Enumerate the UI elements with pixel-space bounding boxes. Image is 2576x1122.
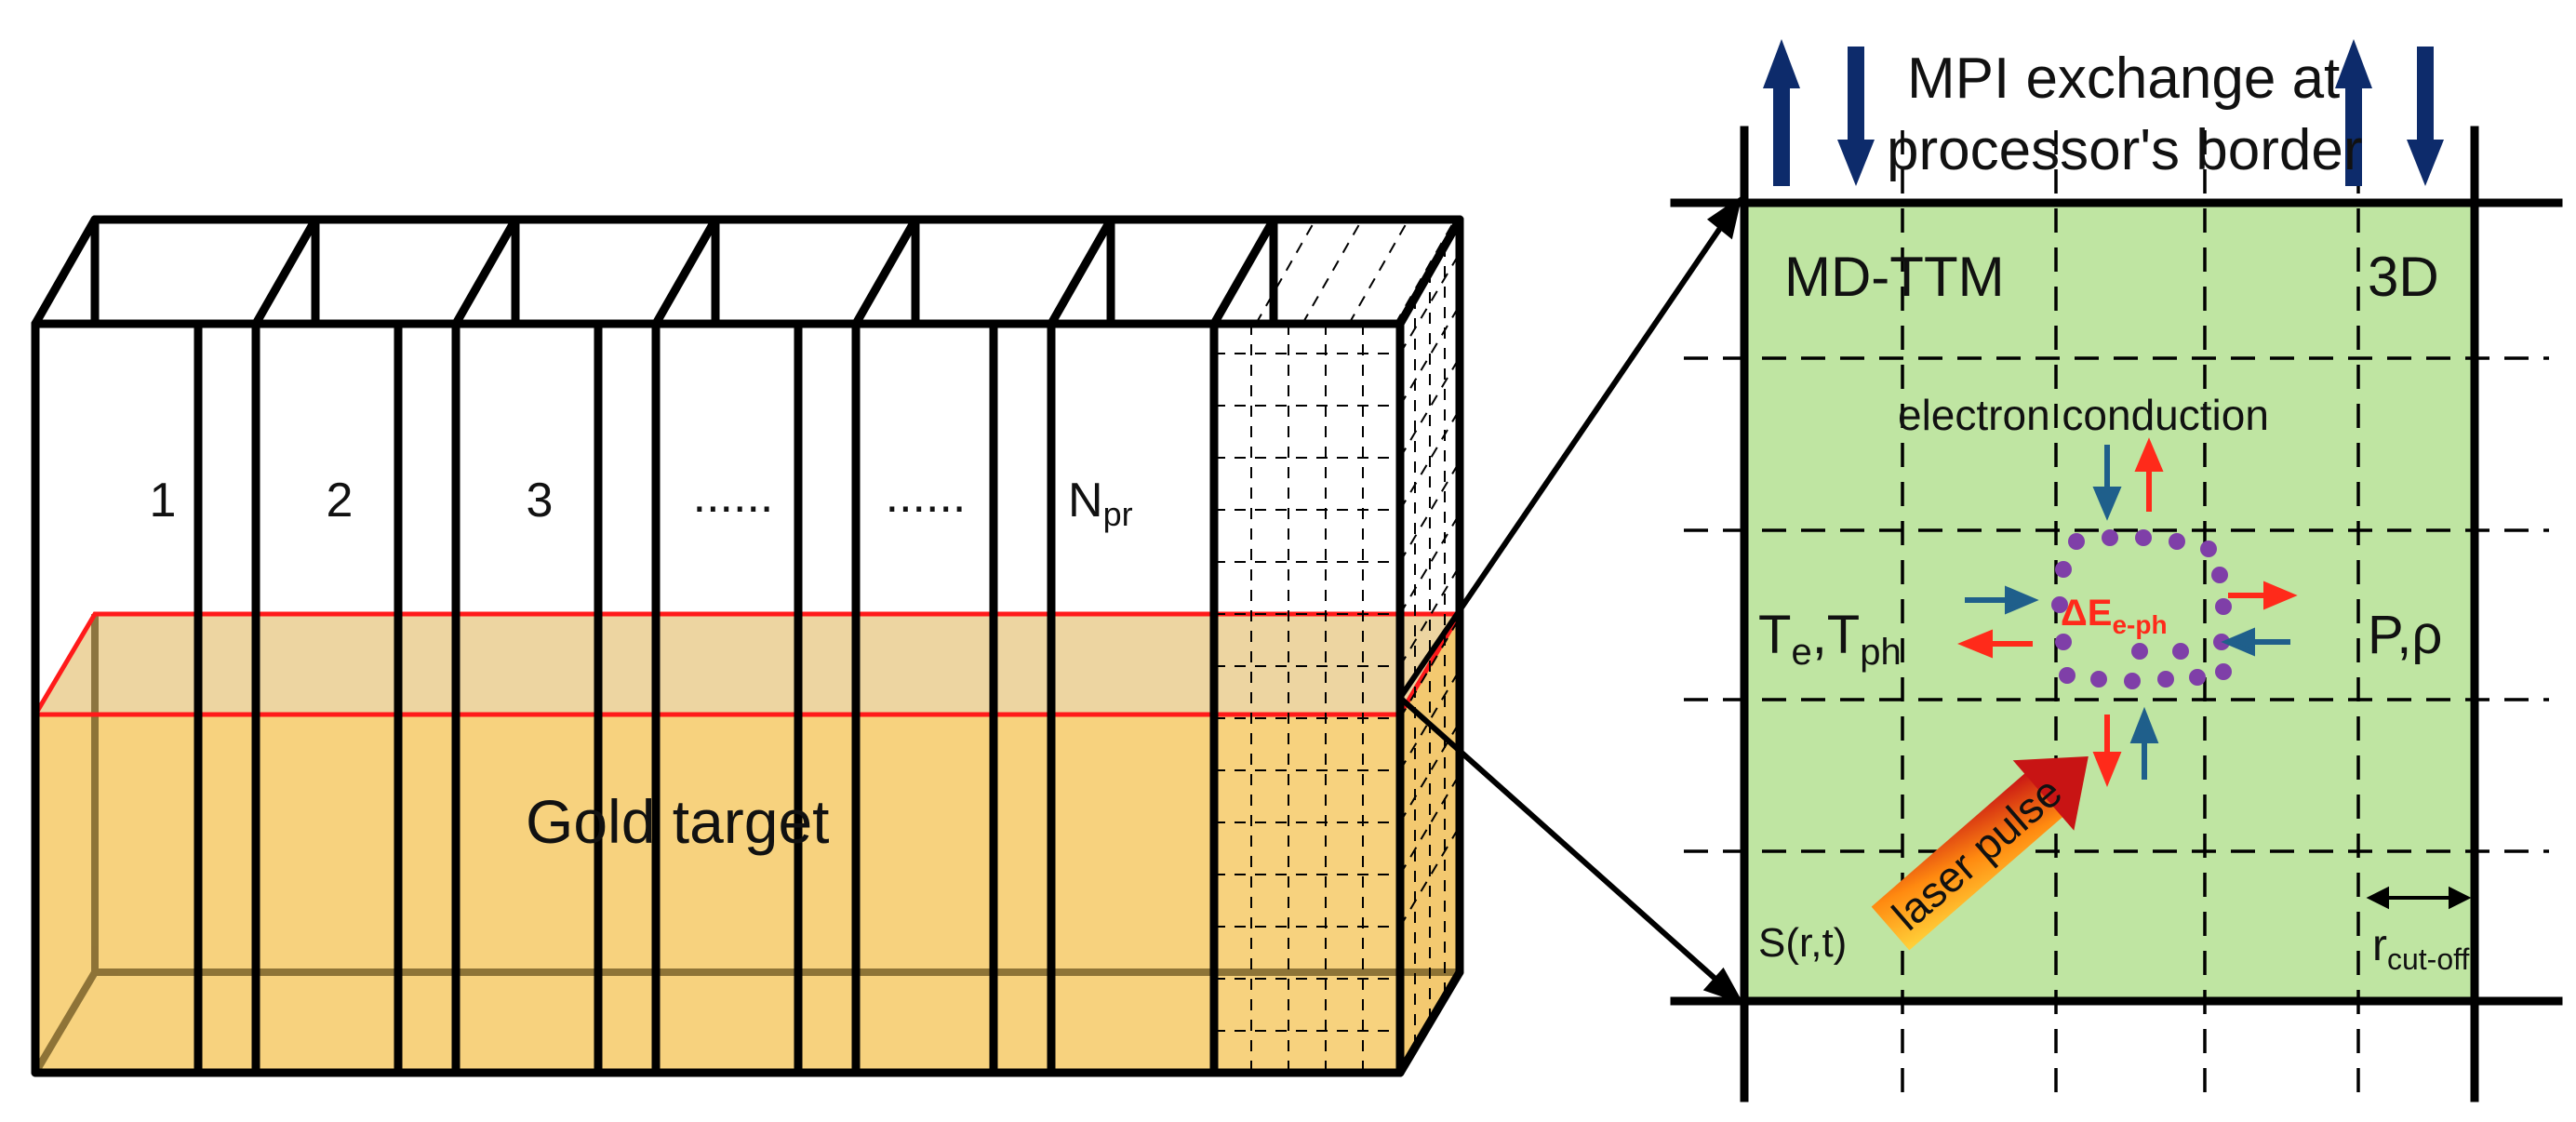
- arrow-in-top: [2092, 445, 2122, 521]
- gold-target-front-face: [35, 715, 1400, 1073]
- atom-dot: [2059, 667, 2075, 684]
- mpi-up-arrow-right: [2335, 39, 2372, 186]
- cutoff-label: rcut-off: [2372, 921, 2469, 976]
- cell-grid: [1684, 130, 2549, 1098]
- cutoff-arrow: [2366, 886, 2472, 910]
- processor-label-npr: Npr: [1068, 474, 1133, 533]
- atom-dot: [2157, 671, 2174, 688]
- arrow-in-left: [1965, 585, 2039, 615]
- slab-top-diagonal: [851, 215, 920, 328]
- arrow-out-top: [2134, 437, 2164, 512]
- arrow-in-bottom: [2129, 706, 2159, 780]
- slab-top-diagonal: [251, 215, 320, 328]
- mpi-label-line1: MPI exchange at: [1907, 47, 2340, 111]
- pressure-density-label: P,ρ: [2368, 605, 2442, 665]
- gold-target-top-face: [35, 614, 1460, 715]
- arrow-out-left: [1957, 629, 2033, 659]
- mpi-up-arrow-left: [1763, 39, 1800, 186]
- conduction-arrows: [1957, 437, 2298, 787]
- slab-top-diagonal: [451, 215, 520, 328]
- slab-top-diagonal: [1047, 215, 1115, 328]
- fine-grid-line: [1348, 219, 1409, 325]
- slab-top-diagonal: [651, 215, 720, 328]
- atom-dot: [2135, 529, 2152, 546]
- processor-label-ellipsis-2: ......: [886, 469, 967, 523]
- dimension-label: 3D: [2368, 246, 2439, 308]
- mpi-arrows: [1763, 39, 2444, 186]
- zoom-arrows: [1397, 195, 1744, 1005]
- processor-slabs: [31, 215, 1464, 1077]
- atom-dot: [2055, 561, 2072, 578]
- gold-back-edges: [32, 614, 1460, 1075]
- energy-exchange-label: ΔEe-ph: [2061, 593, 2168, 639]
- processor-detail-panel: MPI exchange at processor's border MD-TT…: [1670, 39, 2563, 1102]
- slab-top-diagonal: [31, 215, 100, 328]
- source-term-label: S(r,t): [1758, 920, 1847, 966]
- processor-label-ellipsis-1: ......: [693, 469, 774, 523]
- panel-green-area: [1744, 203, 2475, 1001]
- processor-label-2: 2: [327, 474, 354, 528]
- atom-dot: [2051, 596, 2068, 613]
- atom-dot: [2055, 634, 2072, 650]
- mpi-label-line2: processor's border: [1887, 118, 2363, 182]
- atom-dot: [2131, 643, 2148, 660]
- processor-border: [1670, 126, 2563, 1102]
- atom-dot: [2169, 533, 2185, 550]
- atom-dot: [2068, 533, 2085, 550]
- atom-dot: [2200, 541, 2217, 557]
- simulation-box: 1 2 3 ...... ...... Npr Gold target: [31, 215, 1464, 1077]
- model-label: MD-TTM: [1784, 246, 2005, 308]
- atom-dot: [2102, 529, 2118, 546]
- atom-dot: [2172, 643, 2189, 660]
- atom-dot: [2124, 673, 2141, 689]
- processor-label-1: 1: [150, 474, 177, 528]
- atom-dots: [2051, 529, 2232, 689]
- arrow-in-right: [2221, 627, 2290, 657]
- mpi-down-arrow-left: [1837, 47, 1875, 186]
- conduction-label: electron conduction: [1898, 391, 2269, 439]
- atom-dot: [2189, 669, 2206, 686]
- fine-grid-line: [1301, 219, 1363, 325]
- atom-dot: [2215, 598, 2232, 615]
- temperature-label: Te,Tph: [1758, 605, 1902, 673]
- atom-dot: [2215, 663, 2232, 680]
- arrow-out-bottom: [2092, 715, 2122, 787]
- atom-dot: [2090, 671, 2107, 688]
- mpi-down-arrow-right: [2407, 47, 2444, 186]
- slab-top-diagonal: [1209, 215, 1278, 328]
- arrow-out-right: [2228, 581, 2298, 610]
- processor-label-3: 3: [527, 474, 554, 528]
- gold-target-label: Gold target: [526, 787, 830, 856]
- atom-dot: [2211, 567, 2228, 583]
